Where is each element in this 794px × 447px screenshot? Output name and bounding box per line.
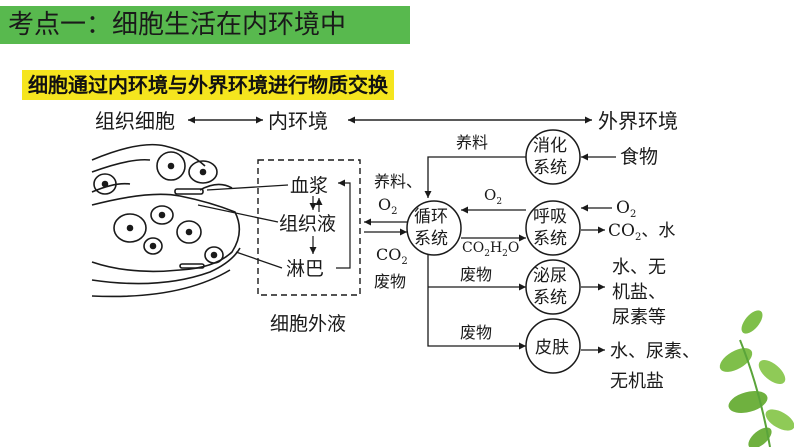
label-nutrients-left: 养料、 [374, 172, 422, 191]
label-external-environment: 外界环境 [598, 109, 678, 133]
respiratory-circle [525, 200, 581, 256]
extracellular-fluid-box [257, 159, 361, 296]
circulatory-circle [406, 200, 462, 256]
label-plasma: 血浆 [290, 175, 328, 197]
label-o2-left: O2 [378, 195, 398, 217]
page-title: 考点一：细胞生活在内环境中 [0, 6, 410, 44]
label-tissue-cells: 组织细胞 [95, 109, 175, 133]
label-co2-water-out: CO2、水 [608, 221, 675, 243]
label-nutrients-top: 养料 [456, 133, 488, 152]
label-urinary-out-2: 机盐、 [612, 282, 666, 303]
leaf-decoration [719, 310, 794, 447]
page-subtitle: 细胞通过内环境与外界环境进行物质交换 [22, 70, 394, 100]
label-food: 食物 [620, 146, 658, 168]
label-digestive-1: 消化 [533, 136, 567, 156]
label-lymph: 淋巴 [286, 258, 324, 280]
label-urinary-out-1: 水、无 [612, 257, 666, 278]
label-extracellular-fluid: 细胞外液 [270, 313, 346, 335]
label-o2-mid: O2 [484, 186, 502, 207]
label-urinary-2: 系统 [533, 288, 567, 308]
label-circulatory-2: 系统 [414, 229, 448, 249]
label-urinary-out-3: 尿素等 [612, 307, 666, 328]
label-co2-h2o: CO2H2O [462, 240, 519, 259]
pointer-lines [197, 184, 289, 269]
label-skin-out-1: 水、尿素、 [610, 341, 700, 362]
label-co2-left: CO2 [376, 245, 408, 267]
label-circulatory-1: 循环 [414, 207, 448, 227]
label-skin-out-2: 无机盐 [610, 371, 664, 392]
connection-arrows [364, 153, 616, 354]
label-internal-environment: 内环境 [268, 109, 328, 133]
tissue-illustration [91, 143, 241, 298]
label-waste-skin: 废物 [460, 323, 492, 342]
label-waste-left: 废物 [374, 272, 406, 291]
system-circles [406, 129, 581, 374]
label-waste-urinary: 废物 [460, 265, 492, 284]
label-digestive-2: 系统 [533, 158, 567, 178]
label-respiratory-2: 系统 [533, 229, 567, 249]
fluid-arrows [309, 179, 351, 269]
label-respiratory-1: 呼吸 [533, 207, 567, 227]
label-tissue-fluid: 组织液 [279, 213, 336, 235]
label-o2-out: O2 [616, 198, 636, 220]
label-skin: 皮肤 [535, 338, 569, 358]
label-urinary-1: 泌尿 [533, 266, 567, 286]
